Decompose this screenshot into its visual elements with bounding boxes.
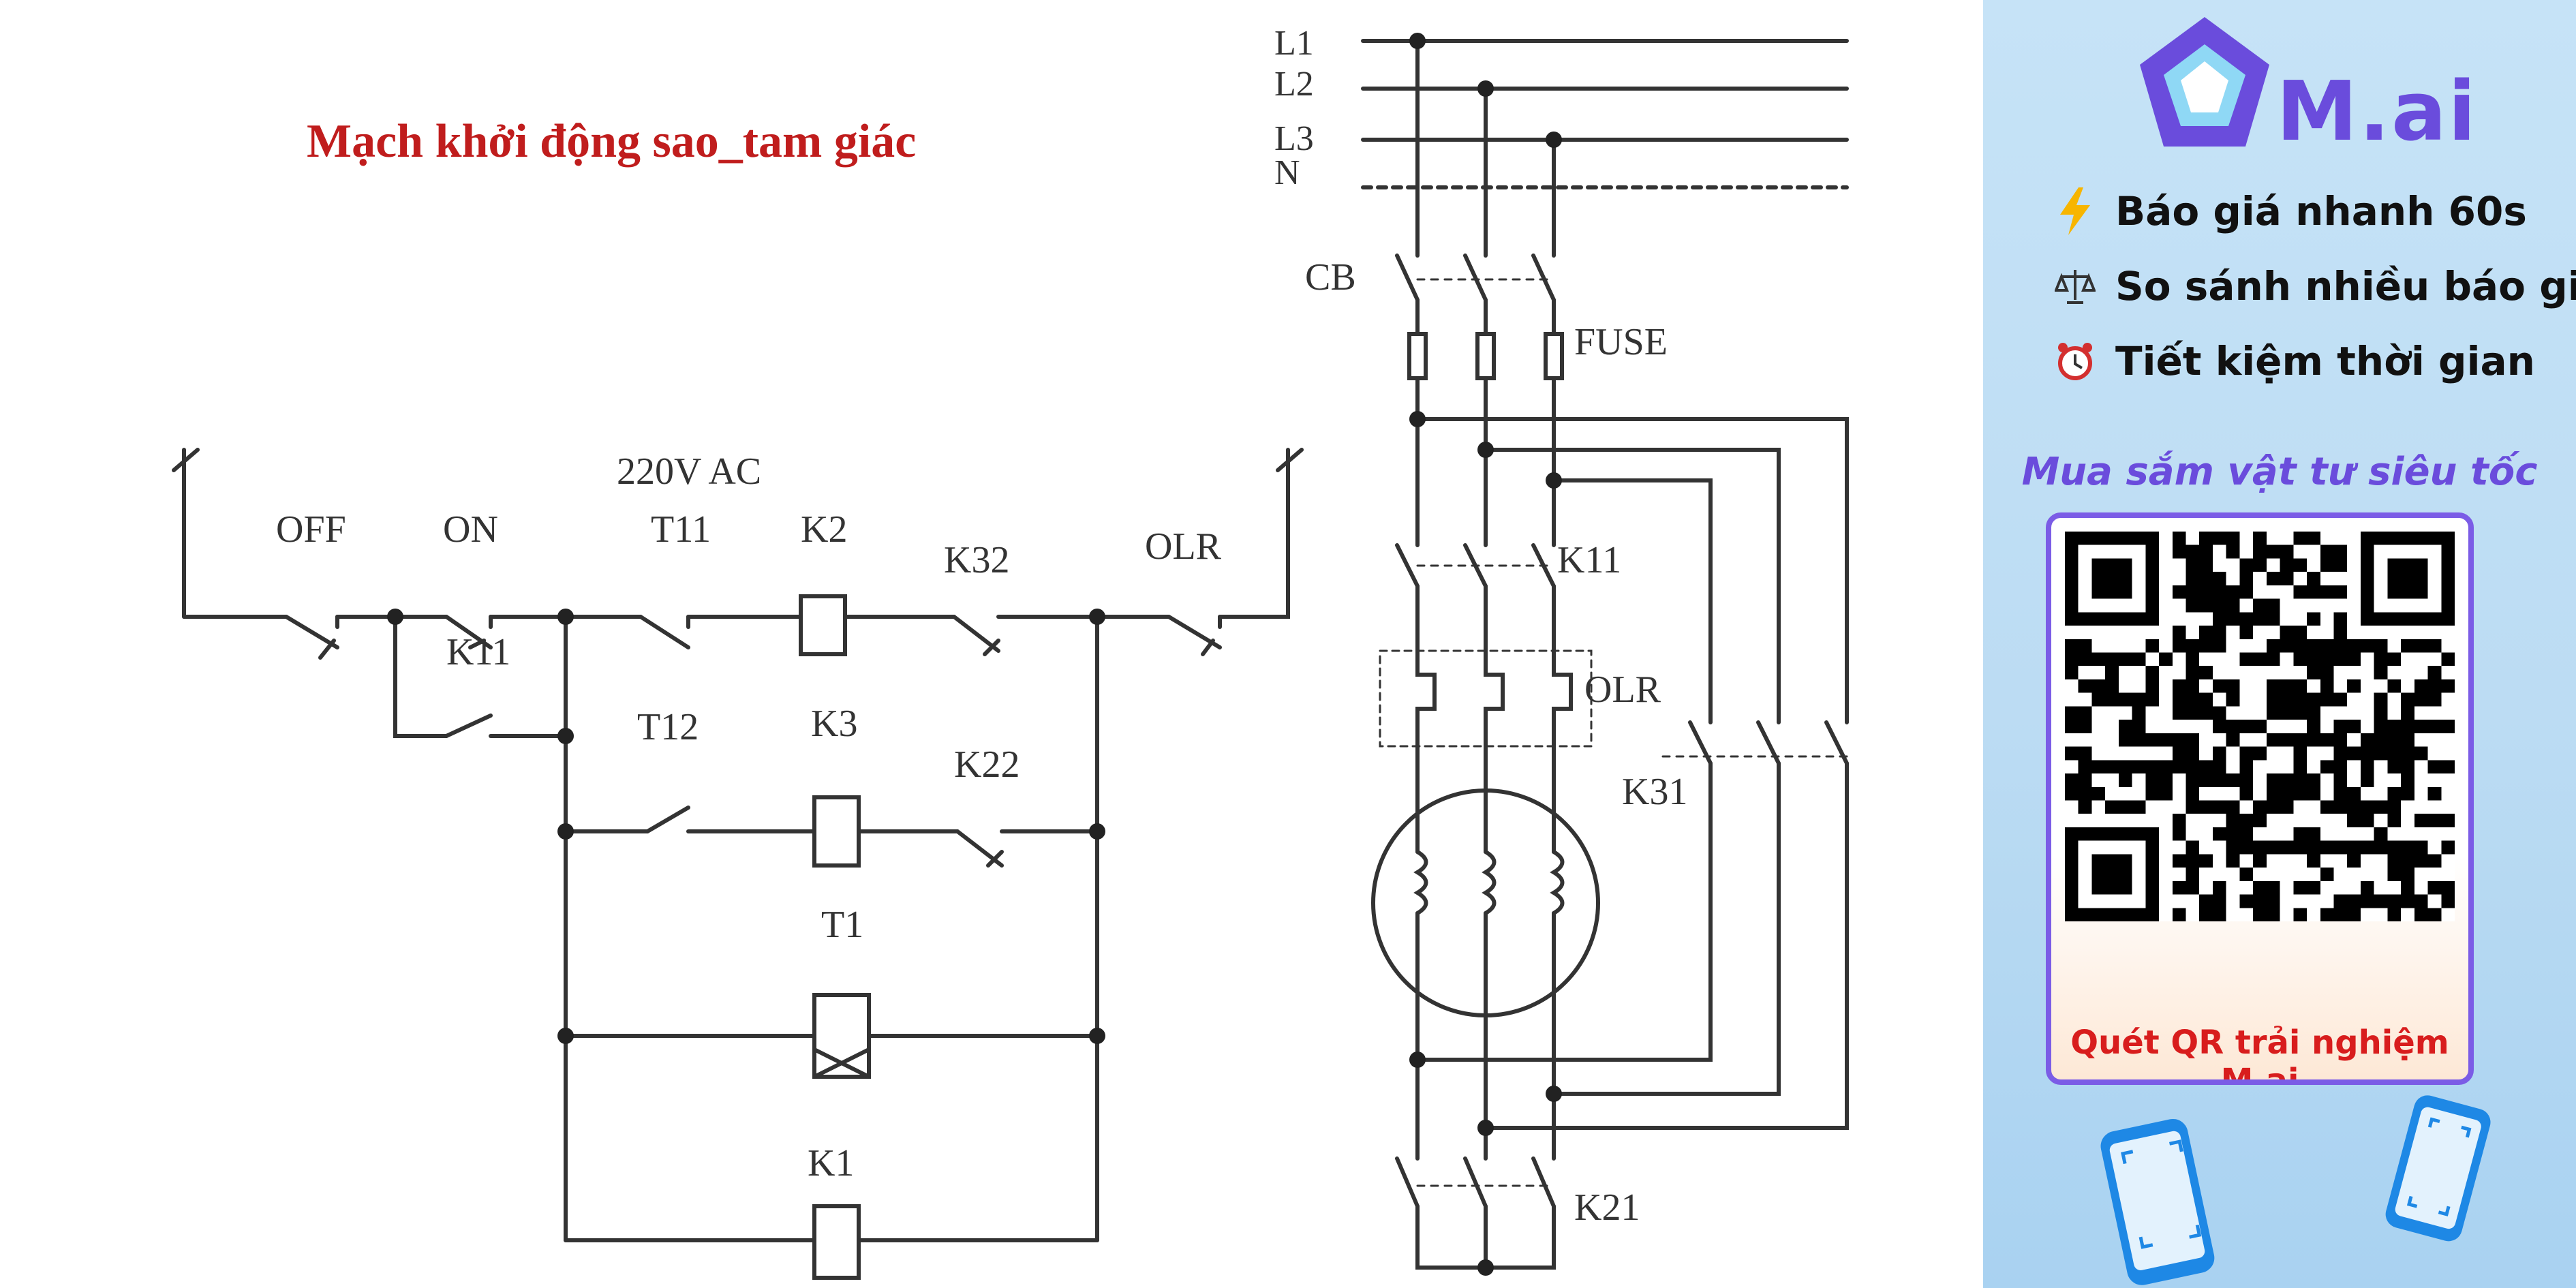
label-l1: L1: [1274, 24, 1314, 63]
label-k31: K31: [1622, 771, 1687, 813]
phone-scan-icon: [2385, 1095, 2491, 1242]
label-k22: K22: [954, 743, 1019, 786]
feature-fast-quote: Báo giá nhanh 60s: [2051, 181, 2527, 242]
phone-scan-icon: [2100, 1118, 2215, 1285]
diagram-title: Mạch khởi động sao_tam giác: [307, 115, 916, 168]
feature-label: So sánh nhiều báo giá: [2115, 263, 2576, 309]
label-l2: L2: [1274, 65, 1314, 104]
qr-card[interactable]: Quét QR trải nghiệm M.ai: [2046, 512, 2474, 1085]
mai-logo-icon: [2140, 17, 2269, 147]
scale-icon: [2051, 262, 2099, 310]
label-k11-power: K11: [1557, 539, 1621, 581]
alarm-clock-icon: [2051, 337, 2099, 385]
label-fuse: FUSE: [1574, 321, 1668, 363]
tagline: Mua sắm vật tư siêu tốc: [2021, 450, 2538, 494]
label-k32: K32: [944, 539, 1009, 581]
label-k21: K21: [1574, 1186, 1640, 1229]
lightning-icon: [2051, 187, 2099, 235]
mai-ad-sidebar: M.ai Báo giá nhanh 60s So sánh nhiều báo…: [1983, 0, 2576, 1288]
supply-label: 220V AC: [617, 450, 761, 493]
label-n: N: [1274, 153, 1300, 192]
label-t11: T11: [651, 508, 711, 551]
label-t12: T12: [637, 706, 699, 748]
star-delta-wiring-diagram: Mạch khởi động sao_tam giác 220V AC OFF …: [172, 24, 1849, 1280]
feature-label: Báo giá nhanh 60s: [2115, 188, 2527, 234]
label-k2: K2: [801, 508, 847, 551]
qr-cta-text: Quét QR trải nghiệm M.ai: [2070, 1024, 2449, 1085]
label-t1: T1: [821, 904, 863, 946]
feature-label: Tiết kiệm thời gian: [2115, 338, 2535, 384]
brand-name: M.ai: [2276, 65, 2478, 159]
qr-code[interactable]: [2065, 532, 2455, 921]
feature-save-time: Tiết kiệm thời gian: [2051, 331, 2535, 392]
label-l3: L3: [1274, 119, 1314, 158]
label-olr-control: OLR: [1145, 525, 1222, 568]
label-cb: CB: [1305, 256, 1356, 298]
label-k3: K3: [811, 703, 857, 745]
label-k11-hold: K11: [446, 631, 510, 673]
label-off: OFF: [276, 508, 346, 551]
label-k1: K1: [808, 1142, 854, 1184]
label-on: ON: [443, 508, 498, 551]
label-olr-power: OLR: [1584, 669, 1661, 711]
feature-compare-quotes: So sánh nhiều báo giá: [2051, 256, 2576, 317]
